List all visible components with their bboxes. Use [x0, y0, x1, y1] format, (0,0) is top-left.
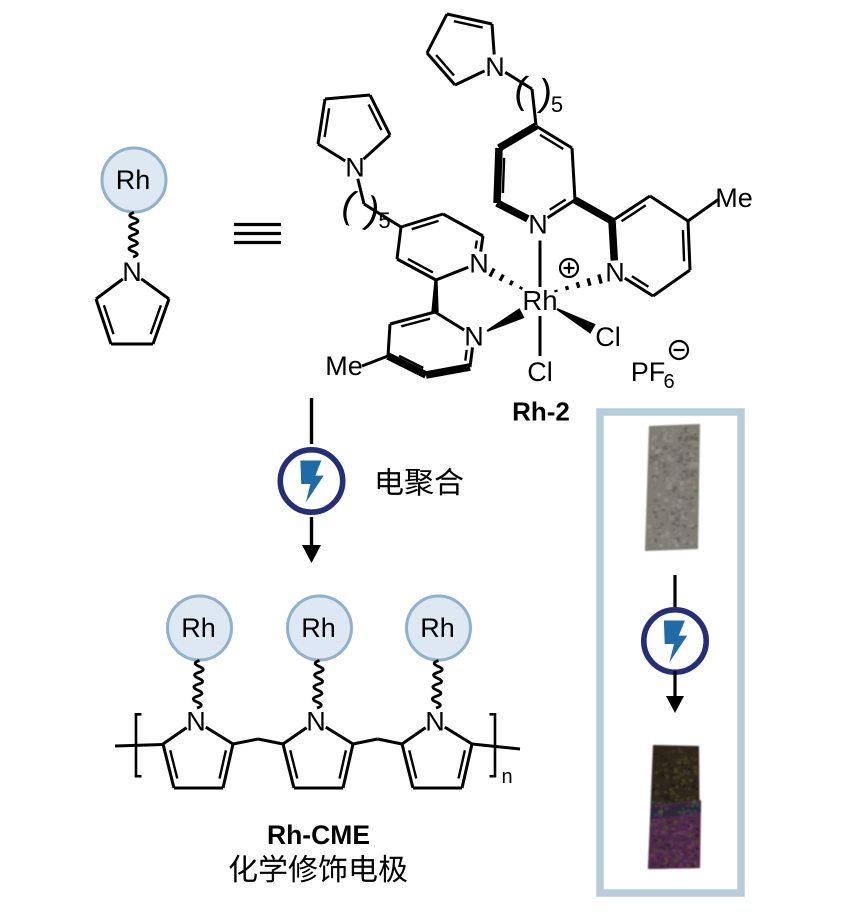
svg-text:Rh: Rh: [522, 285, 557, 316]
svg-text:Cl: Cl: [595, 322, 621, 352]
svg-text:N: N: [345, 153, 365, 183]
svg-text:N: N: [464, 322, 484, 352]
svg-text:N: N: [306, 707, 326, 737]
svg-text:Cl: Cl: [527, 357, 553, 387]
svg-text:Rh: Rh: [181, 613, 216, 643]
svg-text:N: N: [425, 707, 445, 737]
svg-text:5: 5: [551, 92, 563, 117]
svg-text:Rh: Rh: [116, 165, 151, 195]
svg-text:n: n: [501, 766, 512, 788]
svg-text:(: (: [337, 183, 360, 227]
svg-text:N: N: [605, 258, 625, 288]
svg-text:Rh-CME: Rh-CME: [267, 820, 370, 850]
svg-text:N: N: [485, 52, 505, 82]
svg-text:Rh: Rh: [301, 613, 336, 643]
svg-text:Rh: Rh: [420, 613, 455, 643]
svg-text:5: 5: [378, 208, 390, 233]
svg-text:): ): [537, 72, 555, 115]
svg-text:Me: Me: [715, 183, 753, 213]
svg-text:Me: Me: [325, 351, 363, 381]
svg-text:N: N: [528, 210, 548, 240]
svg-text:N: N: [122, 257, 142, 287]
svg-text:N: N: [469, 249, 489, 279]
svg-text:Rh-2: Rh-2: [512, 397, 570, 427]
svg-text:N: N: [186, 707, 206, 737]
svg-text:(: (: [512, 69, 531, 112]
svg-text:PF: PF: [631, 357, 666, 387]
svg-text:6: 6: [663, 371, 674, 393]
